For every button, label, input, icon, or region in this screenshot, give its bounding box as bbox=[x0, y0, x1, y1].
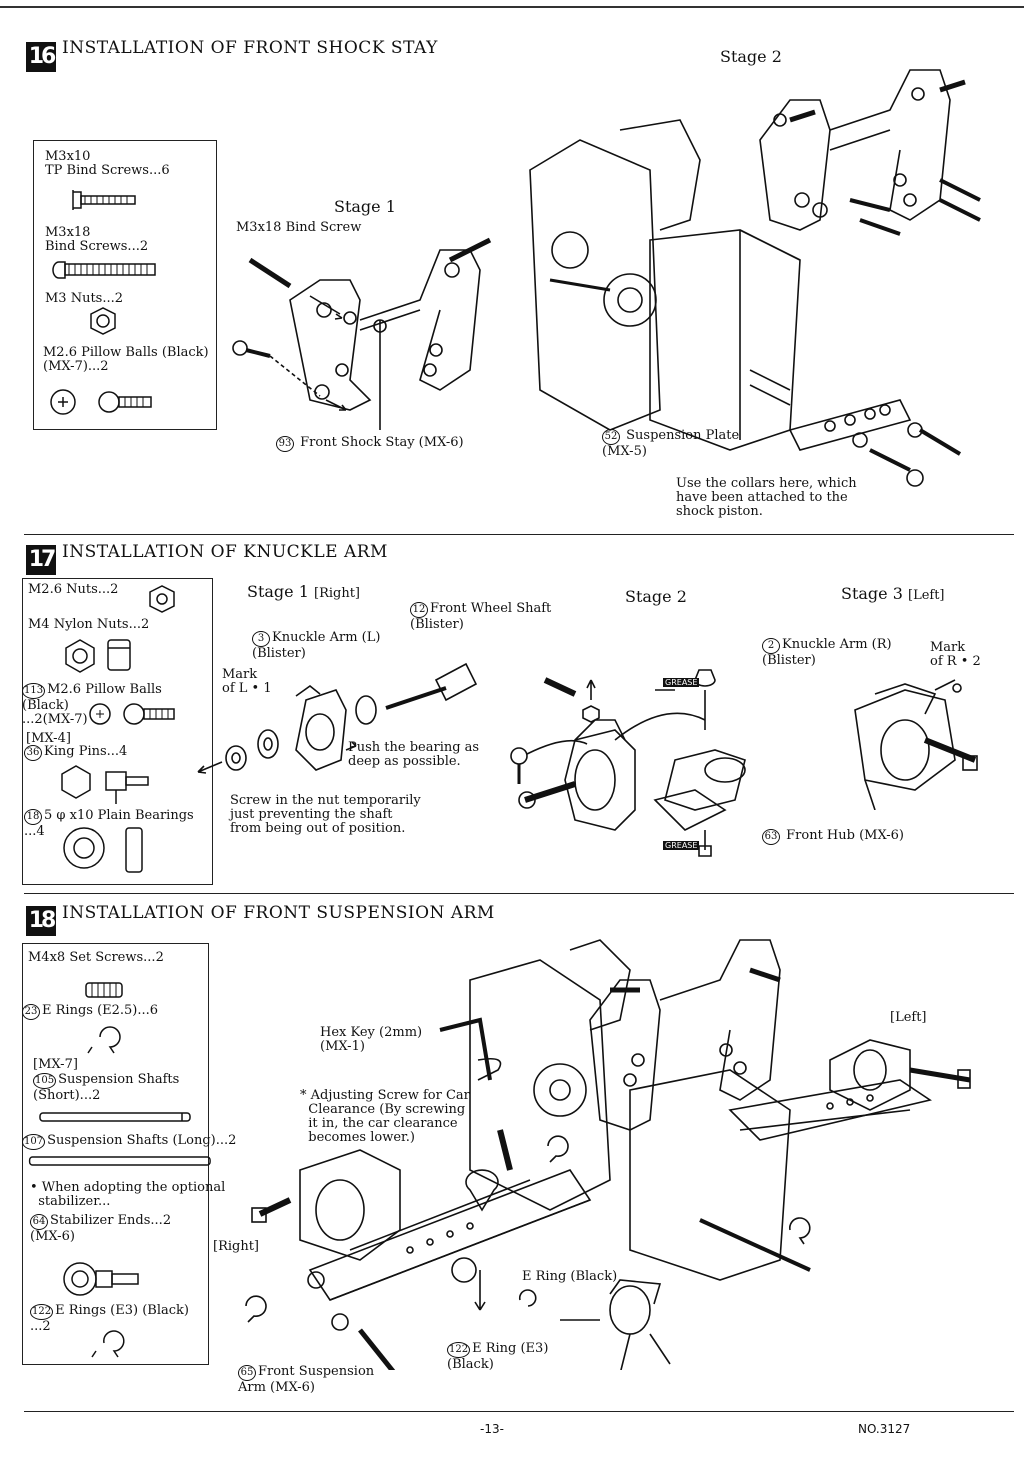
knuckle-arm-stage2-diagram bbox=[510, 669, 746, 857]
top-border bbox=[0, 6, 1024, 8]
parts-box-18 bbox=[22, 943, 209, 1365]
s17-stage1-side: [Right] bbox=[314, 586, 361, 601]
s16-stage2-label: Stage 2 bbox=[720, 47, 782, 66]
part-susp-shafts-short-text: Suspension Shafts (Short)...2 bbox=[33, 1072, 180, 1103]
part-e-rings-text: E Rings (E2.5)...6 bbox=[42, 1003, 159, 1018]
part-mx4-label: [MX-4] bbox=[26, 731, 71, 746]
s17-mark-l: Mark of L • 1 bbox=[222, 667, 272, 696]
part-m26-pillow-balls-text: M2.6 Pillow Balls (Black) ...2(MX-7) bbox=[22, 682, 162, 727]
s17-knuckle-r-text: Knuckle Arm (R) (Blister) bbox=[762, 637, 892, 668]
part-number-12: 12 bbox=[410, 602, 428, 618]
gearbox-shock-stay-diagram bbox=[529, 69, 981, 487]
part-mx7-label: [MX-7] bbox=[33, 1057, 78, 1072]
step-number-18: 18 bbox=[26, 906, 56, 936]
s17-wheel-shaft-text: Front Wheel Shaft (Blister) bbox=[410, 601, 552, 632]
s17-stage1-text: Stage 1 bbox=[247, 582, 309, 601]
grease-label-2: GREASE bbox=[663, 841, 700, 850]
s16-screw-label: M3x18 Bind Screw bbox=[236, 220, 362, 235]
parts-icons-18 bbox=[28, 982, 211, 1358]
s18-right-label: [Right] bbox=[213, 1239, 260, 1254]
part-number-93: 93 bbox=[276, 436, 294, 452]
parts-box-17 bbox=[22, 578, 213, 885]
s17-front-hub-text: Front Hub (MX-6) bbox=[786, 828, 905, 843]
page-number: -13- bbox=[480, 1422, 504, 1436]
s17-knuckle-l-text: Knuckle Arm (L) (Blister) bbox=[252, 630, 381, 661]
section-title-17: INSTALLATION OF KNUCKLE ARM bbox=[62, 542, 388, 562]
parts-icons-16 bbox=[50, 189, 156, 415]
part-king-pins-text: King Pins...4 bbox=[44, 744, 128, 759]
part-pillow-balls: M2.6 Pillow Balls (Black) (MX-7)...2 bbox=[43, 345, 209, 374]
s17-stage1-label: Stage 1 [Right] bbox=[247, 582, 360, 601]
footer-divider bbox=[24, 1411, 1014, 1412]
front-shock-stay-diagram bbox=[232, 237, 492, 430]
part-bind-screws: M3x18 Bind Screws...2 bbox=[45, 225, 149, 254]
s16-stay-text: Front Shock Stay (MX-6) bbox=[300, 435, 464, 450]
part-number-23: 23 bbox=[22, 1004, 40, 1020]
section-title-18: INSTALLATION OF FRONT SUSPENSION ARM bbox=[62, 903, 495, 923]
parts-box-16 bbox=[33, 140, 217, 430]
s17-stage2-label: Stage 2 bbox=[625, 587, 687, 606]
part-set-screws: M4x8 Set Screws...2 bbox=[28, 950, 164, 965]
s18-left-label: [Left] bbox=[890, 1010, 927, 1025]
divider-16-17 bbox=[24, 534, 1014, 535]
s17-push-note: Push the bearing as deep as possible. bbox=[348, 740, 480, 769]
s18-e-ring-black: E Ring (Black) bbox=[522, 1269, 618, 1284]
s18-arm-text: Front Suspension Arm (MX-6) bbox=[238, 1364, 375, 1395]
s18-hex-key: Hex Key (2mm) (MX-1) bbox=[320, 1025, 423, 1054]
s16-plate-text: Suspension Plate (MX-5) bbox=[602, 428, 740, 459]
s17-stage3-label: Stage 3 [Left] bbox=[841, 584, 945, 603]
part-m3-nuts: M3 Nuts...2 bbox=[45, 291, 124, 306]
part-m26-nuts: M2.6 Nuts...2 bbox=[28, 582, 119, 597]
part-stabilizer-ends-text: Stabilizer Ends...2 (MX-6) bbox=[30, 1213, 172, 1244]
s17-stage3-side: [Left] bbox=[908, 588, 945, 603]
section-title-16: INSTALLATION OF FRONT SHOCK STAY bbox=[62, 38, 438, 58]
part-number-36: 36 bbox=[24, 745, 42, 761]
doc-code: NO.3127 bbox=[858, 1422, 911, 1436]
part-e3-rings-text: E Rings (E3) (Black) ...2 bbox=[30, 1303, 189, 1334]
s16-stay-label: 93 Front Shock Stay (MX-6) bbox=[276, 436, 464, 452]
s17-screw-note: Screw in the nut temporarily just preven… bbox=[230, 793, 421, 836]
s17-mark-r: Mark of R • 2 bbox=[930, 640, 981, 669]
parts-icons-17 bbox=[61, 585, 175, 873]
part-number-107: 107 bbox=[22, 1134, 46, 1150]
s17-stage3-text: Stage 3 bbox=[841, 584, 903, 603]
s18-adjust-note: * Adjusting Screw for Car Clearance (By … bbox=[300, 1088, 470, 1145]
part-plain-bearings-text: 5 φ x10 Plain Bearings ...4 bbox=[24, 808, 194, 839]
part-m4-nylon-nuts: M4 Nylon Nuts...2 bbox=[28, 617, 150, 632]
step-number-16: 16 bbox=[26, 42, 56, 72]
part-number-52: 52 bbox=[602, 429, 620, 445]
s16-stage1-label: Stage 1 bbox=[334, 197, 396, 216]
s16-plate-label: 52 Suspension Plate (MX-5) bbox=[602, 429, 739, 459]
step-number-17: 17 bbox=[26, 545, 56, 575]
knuckle-arm-stage1-diagram bbox=[197, 662, 478, 774]
divider-17-18 bbox=[24, 893, 1014, 894]
part-tp-bind-screws: M3x10 TP Bind Screws...6 bbox=[45, 149, 170, 178]
part-susp-shafts-long-text: Suspension Shafts (Long)...2 bbox=[47, 1133, 237, 1148]
s18-e-ring-e3-text: E Ring (E3) (Black) bbox=[447, 1341, 549, 1372]
part-stabilizer-note: • When adopting the optional stabilizer.… bbox=[30, 1180, 226, 1209]
knuckle-arm-stage3-diagram bbox=[854, 679, 978, 810]
front-suspension-arm-diagram bbox=[245, 939, 971, 1370]
grease-label-1: GREASE bbox=[663, 678, 700, 687]
part-number-2: 2 bbox=[762, 638, 780, 654]
s16-collar-note: Use the collars here, which have been at… bbox=[676, 476, 857, 519]
part-number-63: 63 bbox=[762, 829, 780, 845]
s17-front-hub: 63 Front Hub (MX-6) bbox=[762, 829, 904, 845]
